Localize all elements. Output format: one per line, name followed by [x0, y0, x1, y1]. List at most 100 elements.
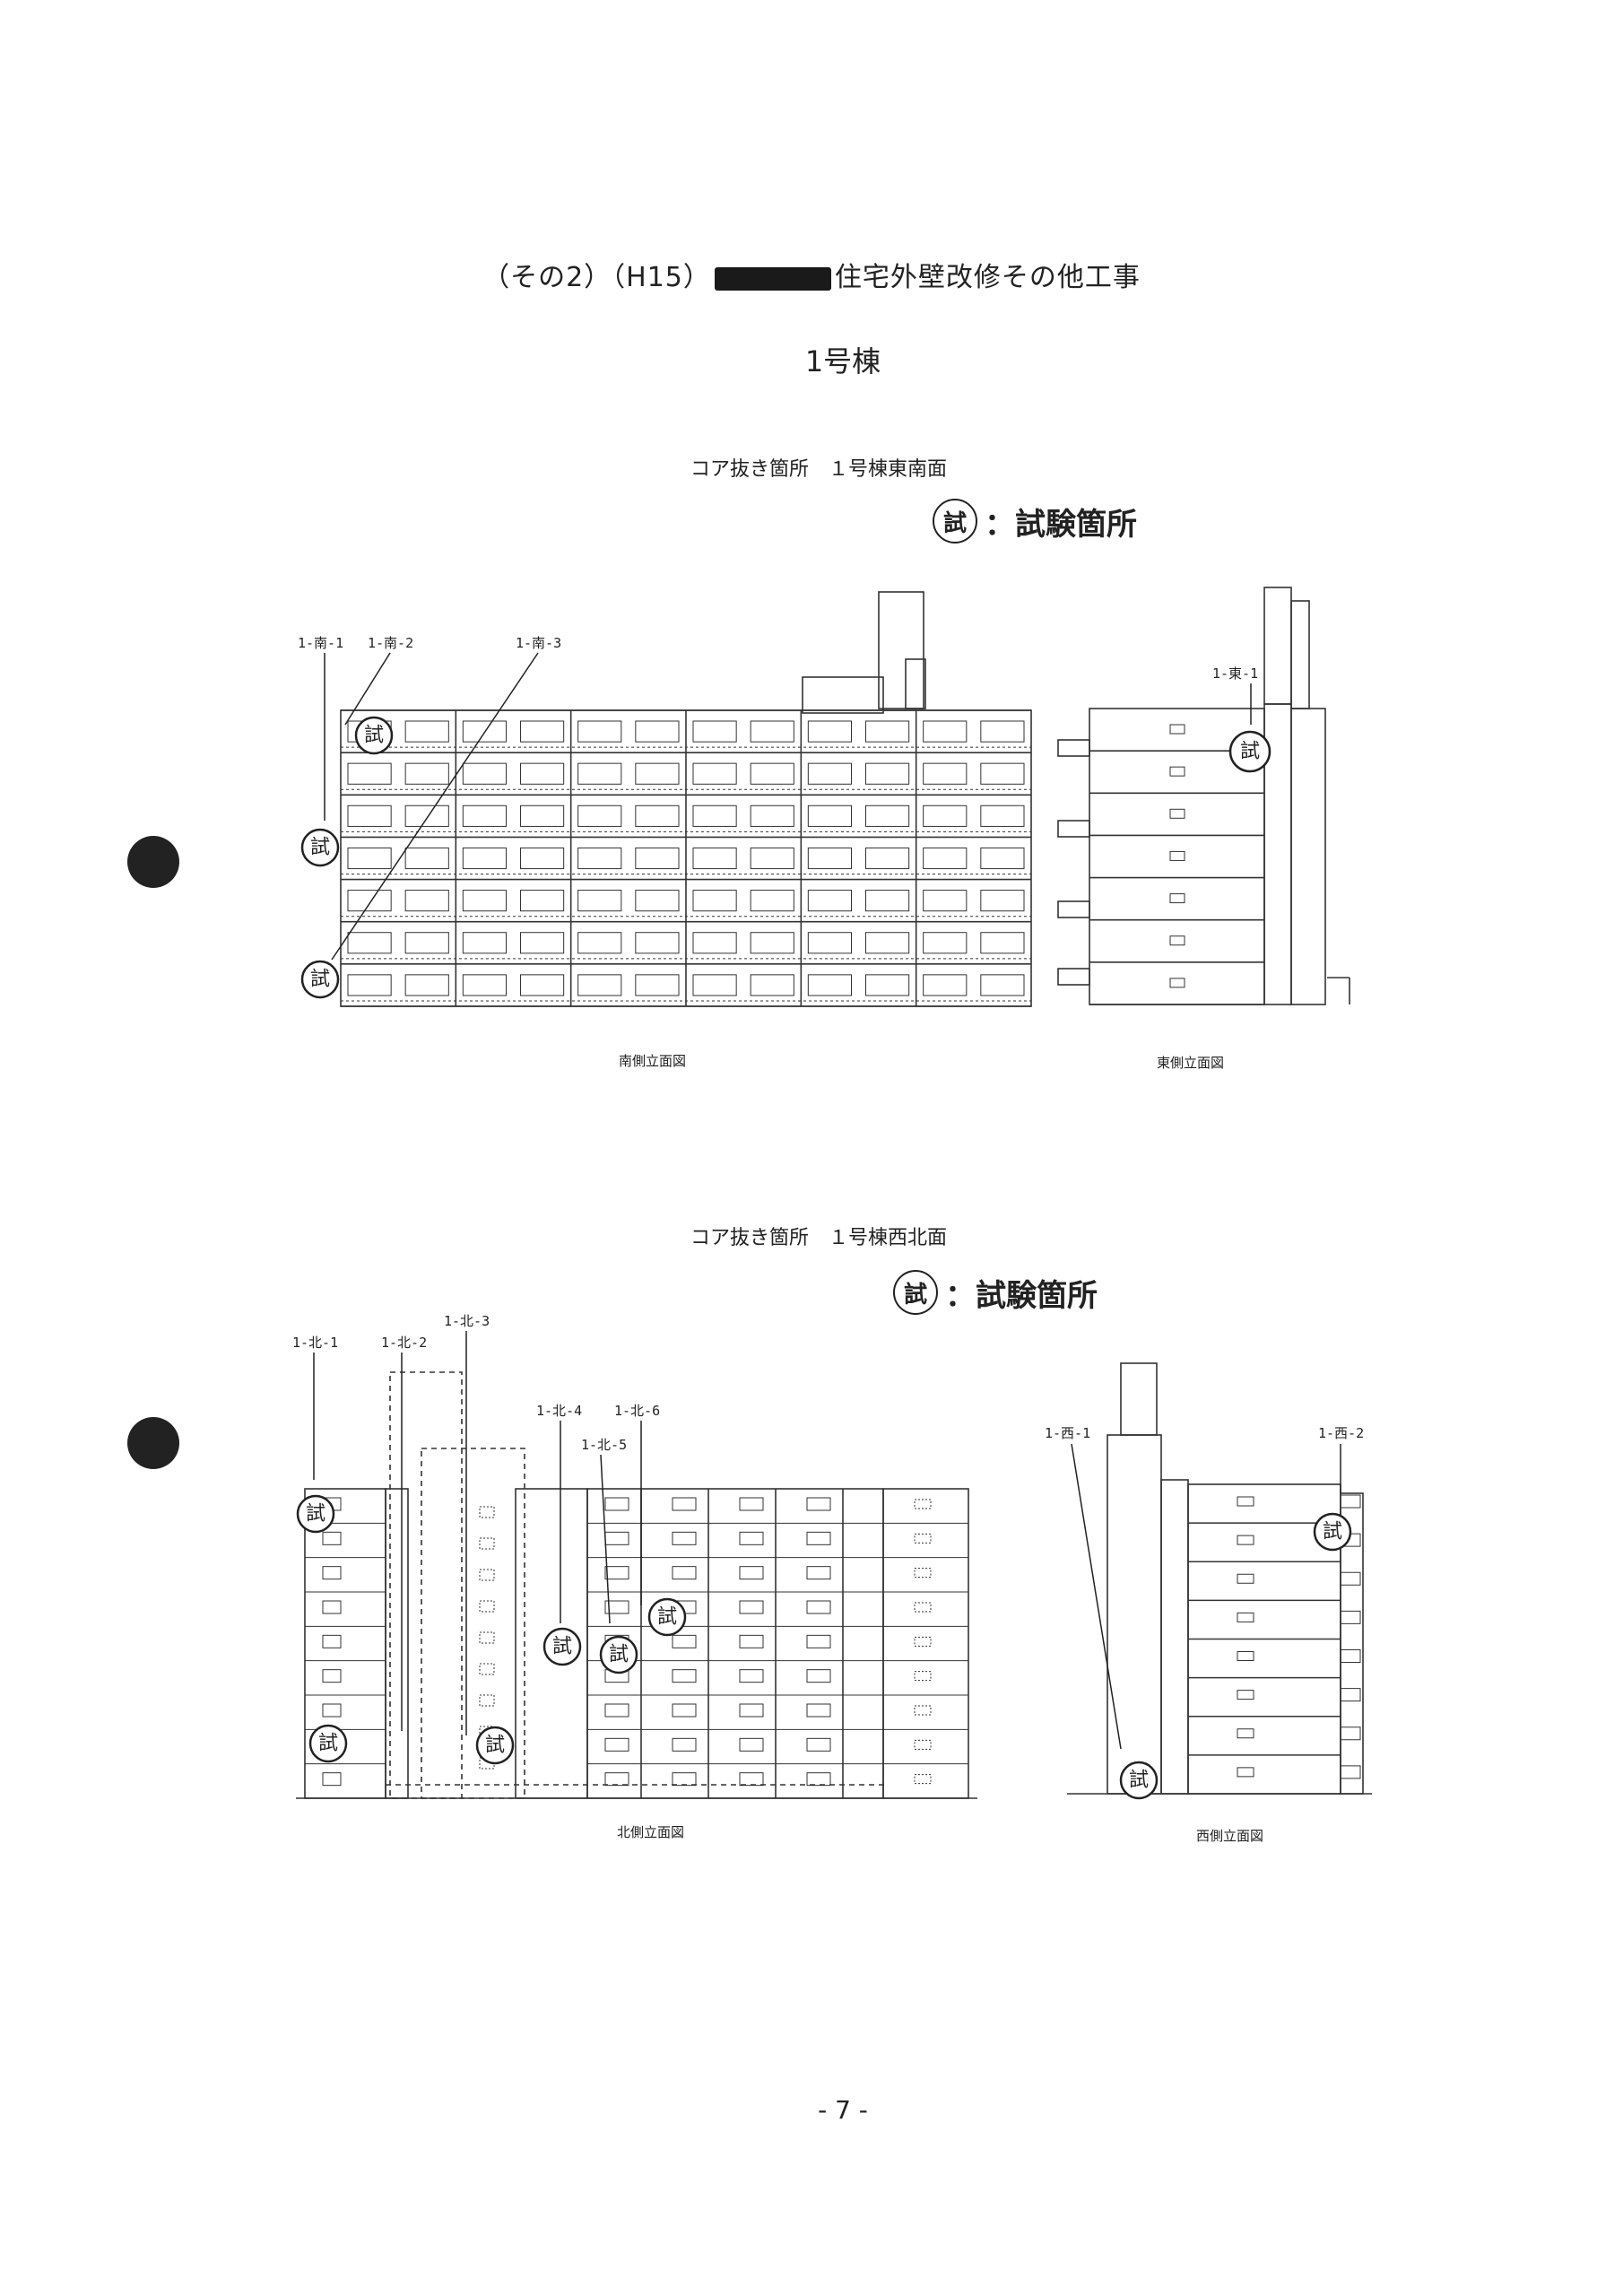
- window: [635, 762, 680, 785]
- window: [865, 974, 910, 996]
- window: [604, 1566, 629, 1580]
- window: [980, 974, 1025, 996]
- balcony: [1340, 1610, 1361, 1624]
- west-test-marker-1: 試: [1119, 1761, 1159, 1800]
- window: [980, 762, 1025, 785]
- window: [347, 762, 392, 785]
- window: [750, 890, 794, 912]
- section1-legend: 試 ：試験箇所: [933, 499, 1137, 544]
- svg-text:試: 試: [657, 1606, 677, 1629]
- window: [1169, 893, 1185, 904]
- window: [807, 720, 852, 743]
- window: [462, 974, 507, 996]
- svg-text:試: 試: [364, 725, 384, 747]
- svg-text:試: 試: [552, 1636, 572, 1658]
- window: [692, 932, 737, 954]
- north-elevation-drawing: [296, 1371, 977, 1799]
- window: [462, 720, 507, 743]
- svg-text:試: 試: [609, 1644, 629, 1666]
- section1-heading: コア抜き箇所 １号棟東南面: [690, 458, 948, 481]
- window: [806, 1669, 831, 1683]
- window: [577, 847, 622, 870]
- window: [692, 890, 737, 912]
- east-caption: 東側立面図: [1157, 1055, 1225, 1071]
- south-test-marker-2: 試: [300, 828, 340, 867]
- window: [806, 1703, 831, 1718]
- punch-hole-top: [127, 836, 179, 888]
- svg-text:試: 試: [310, 969, 330, 991]
- test-stamp-icon: 試: [933, 499, 977, 544]
- window: [739, 1497, 764, 1511]
- window: [1237, 1496, 1254, 1507]
- balcony: [1340, 1688, 1361, 1702]
- window: [750, 720, 794, 743]
- document-title: （その2）（H15）住宅外壁改修その他工事: [0, 255, 1623, 294]
- punch-hole-bottom: [127, 1417, 179, 1469]
- north-test-marker-2: 試: [308, 1724, 348, 1763]
- window: [865, 890, 910, 912]
- window: [914, 1705, 932, 1716]
- building-title: 1号棟: [804, 344, 881, 378]
- window: [807, 762, 852, 785]
- window: [807, 847, 852, 870]
- window: [692, 847, 737, 870]
- svg-text:試: 試: [1323, 1521, 1342, 1544]
- window: [980, 804, 1025, 827]
- window: [739, 1531, 764, 1545]
- window: [577, 932, 622, 954]
- test-stamp-icon: 試: [893, 1270, 938, 1315]
- window: [577, 890, 622, 912]
- north-tag-1: 1-北-1: [292, 1335, 339, 1351]
- north-test-marker-6: 試: [647, 1597, 687, 1637]
- title-prefix: （その2）（H15）: [482, 262, 711, 293]
- window: [604, 1772, 629, 1787]
- north-test-marker-3: 試: [475, 1726, 515, 1765]
- balcony: [1340, 1726, 1361, 1741]
- balcony: [1340, 1571, 1361, 1586]
- window: [914, 1671, 932, 1682]
- window: [1169, 935, 1185, 946]
- window: [750, 804, 794, 827]
- window: [520, 762, 565, 785]
- south-tag-2: 1-南-2: [368, 635, 414, 651]
- window: [1169, 850, 1185, 861]
- window: [520, 720, 565, 743]
- window: [672, 1669, 697, 1683]
- window: [635, 720, 680, 743]
- window: [739, 1737, 764, 1752]
- window: [520, 890, 565, 912]
- window: [1237, 1612, 1254, 1622]
- window: [404, 932, 449, 954]
- window: [322, 1703, 342, 1718]
- west-tag-2: 1-西-2: [1318, 1425, 1365, 1441]
- window: [914, 1739, 932, 1750]
- window: [914, 1499, 932, 1509]
- window: [479, 1569, 495, 1581]
- window: [1169, 766, 1185, 777]
- window: [404, 974, 449, 996]
- window: [914, 1774, 932, 1785]
- window: [577, 804, 622, 827]
- window: [672, 1531, 697, 1545]
- window: [462, 804, 507, 827]
- window: [692, 762, 737, 785]
- window: [347, 890, 392, 912]
- window: [980, 847, 1025, 870]
- window: [923, 890, 968, 912]
- window: [520, 932, 565, 954]
- window: [577, 762, 622, 785]
- window: [865, 762, 910, 785]
- window: [604, 1737, 629, 1752]
- window: [739, 1566, 764, 1580]
- window: [739, 1600, 764, 1614]
- window: [914, 1602, 932, 1613]
- window: [914, 1636, 932, 1647]
- window: [750, 974, 794, 996]
- window: [462, 762, 507, 785]
- window: [807, 932, 852, 954]
- window: [1237, 1573, 1254, 1584]
- north-tag-6: 1-北-6: [614, 1403, 661, 1419]
- north-caption: 北側立面図: [617, 1824, 685, 1840]
- window: [635, 974, 680, 996]
